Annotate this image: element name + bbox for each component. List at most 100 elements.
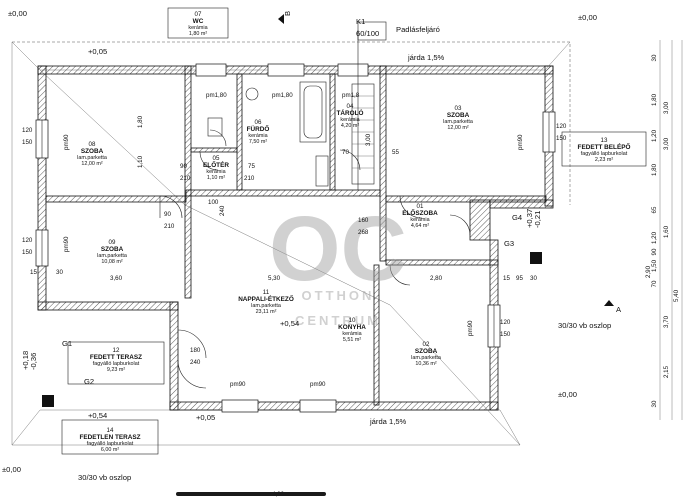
dim-chain2-0: 3,00 <box>663 101 670 114</box>
room-name: TÁROLÓ <box>337 108 364 117</box>
pm90-room02: pm90 <box>467 320 474 336</box>
level-minus021: -0,21 <box>533 211 542 228</box>
room-area: 10,36 m² <box>415 361 436 367</box>
g4-label: G4 <box>512 213 522 222</box>
terrace-label-box <box>67 341 165 385</box>
room-floor: lam.parketta <box>251 303 281 309</box>
dim-chain2-2: 1,60 <box>663 225 670 238</box>
pm-tarolo: pm1,8 <box>342 92 360 99</box>
level-plus018: +0,18 <box>21 351 30 370</box>
entry-label-box <box>561 131 647 167</box>
pm90-room08: pm90 <box>63 134 70 150</box>
section-a-arrow <box>604 300 614 306</box>
dim-chain1-7: 1,50 <box>651 259 658 272</box>
column-left-label: 30/30 vb oszlop <box>78 473 131 482</box>
room-floor: lam.parketta <box>411 355 441 361</box>
room-floor: kerámia <box>340 117 359 123</box>
room-name: ELŐSZOBA <box>402 208 438 217</box>
level-top-left: ±0,00 <box>8 9 27 18</box>
door-90-b: 90 <box>164 211 171 218</box>
k1-size: 60/100 <box>356 29 379 38</box>
room-name: ELŐTÉR <box>203 160 229 169</box>
pavement-bottom: járda 1,5% <box>369 417 407 426</box>
win-150-a: 150 <box>22 139 33 146</box>
dim-15-a: 15 <box>503 275 510 282</box>
fixtures <box>42 30 542 407</box>
room-floor: fagyálló lapburkolat <box>87 441 134 447</box>
room-number: 04 <box>347 103 354 110</box>
watermark-line2: CENTRUM <box>295 313 381 328</box>
dim-30-b: 30 <box>56 269 63 276</box>
room-number: 03 <box>455 105 462 112</box>
room-name: FEDETT TERASZ <box>90 354 142 361</box>
room-number: 14 <box>107 427 114 434</box>
room-name: FEDETT BELÉPŐ <box>578 142 631 151</box>
room-floor: fagyálló lapburkolat <box>581 151 628 157</box>
pm90-living-b: pm90 <box>310 381 326 388</box>
door-55: 55 <box>392 149 399 156</box>
win-120-d: 120 <box>500 319 511 326</box>
level-top-right: ±0,00 <box>578 13 597 22</box>
dim-110: 1,10 <box>137 155 144 168</box>
door-240-a: 240 <box>219 205 226 216</box>
level-plus037: +0,37 <box>525 209 534 228</box>
room-name: SZOBA <box>447 112 470 119</box>
win-120-c: 120 <box>556 123 567 130</box>
attic-access-label: Padlásfeljáró <box>396 25 440 34</box>
column-right-label: 30/30 vb oszlop <box>558 321 611 330</box>
level-plus005-top: +0,05 <box>88 47 107 56</box>
room-name: NAPPALI-ÉTKEZŐ <box>238 294 294 303</box>
win-150-d: 150 <box>500 331 511 338</box>
dim-chain1-2: 1,20 <box>651 129 658 142</box>
dim-chain2-4: 2,15 <box>663 365 670 378</box>
open-terrace-label-box <box>61 419 159 455</box>
room-area: 9,23 m² <box>107 367 125 373</box>
win-120-b: 120 <box>22 237 33 244</box>
dim-chain2-1: 3,00 <box>663 137 670 150</box>
pavement-top: járda 1,5% <box>407 53 445 62</box>
horizontal-scrollbar[interactable] <box>176 492 326 496</box>
room-floor: kerámia <box>248 133 267 139</box>
dim-30-a: 30 <box>530 275 537 282</box>
dim-360: 3,60 <box>110 275 123 282</box>
attic-stair <box>351 83 375 185</box>
level-right-bottom: ±0,00 <box>558 390 577 399</box>
room-number: 08 <box>89 141 96 148</box>
room-name: FEDETLEN TERASZ <box>79 434 140 441</box>
room-area: 1,80 m² <box>189 31 207 37</box>
level-plus054-center: +0,54 <box>280 319 299 328</box>
doors <box>159 129 471 389</box>
room-name: SZOBA <box>81 148 104 155</box>
pm90-living-a: pm90 <box>230 381 246 388</box>
room-floor: lam.parketta <box>77 155 107 161</box>
dim-300: 3,00 <box>365 133 372 146</box>
room-name: KONYHA <box>338 324 366 331</box>
dim-chain1-0: 30 <box>651 54 658 61</box>
g3-label: G3 <box>504 239 514 248</box>
door-210-b: 210 <box>164 223 175 230</box>
dim-v_r3: 5,40 <box>673 289 680 302</box>
pm-furdo: pm1,80 <box>272 92 293 99</box>
dim-chain1-8: 70 <box>651 280 658 287</box>
door-100: 100 <box>208 199 219 206</box>
door-210-c: 210 <box>244 175 255 182</box>
k1-box <box>357 21 387 41</box>
room-floor: kerámia <box>206 169 225 175</box>
room-floor: lam.parketta <box>97 253 127 259</box>
door-210-a: 210 <box>180 175 191 182</box>
door-240-b: 240 <box>190 359 201 366</box>
door-75-a: 75 <box>248 163 255 170</box>
room-number: 07 <box>195 11 202 18</box>
